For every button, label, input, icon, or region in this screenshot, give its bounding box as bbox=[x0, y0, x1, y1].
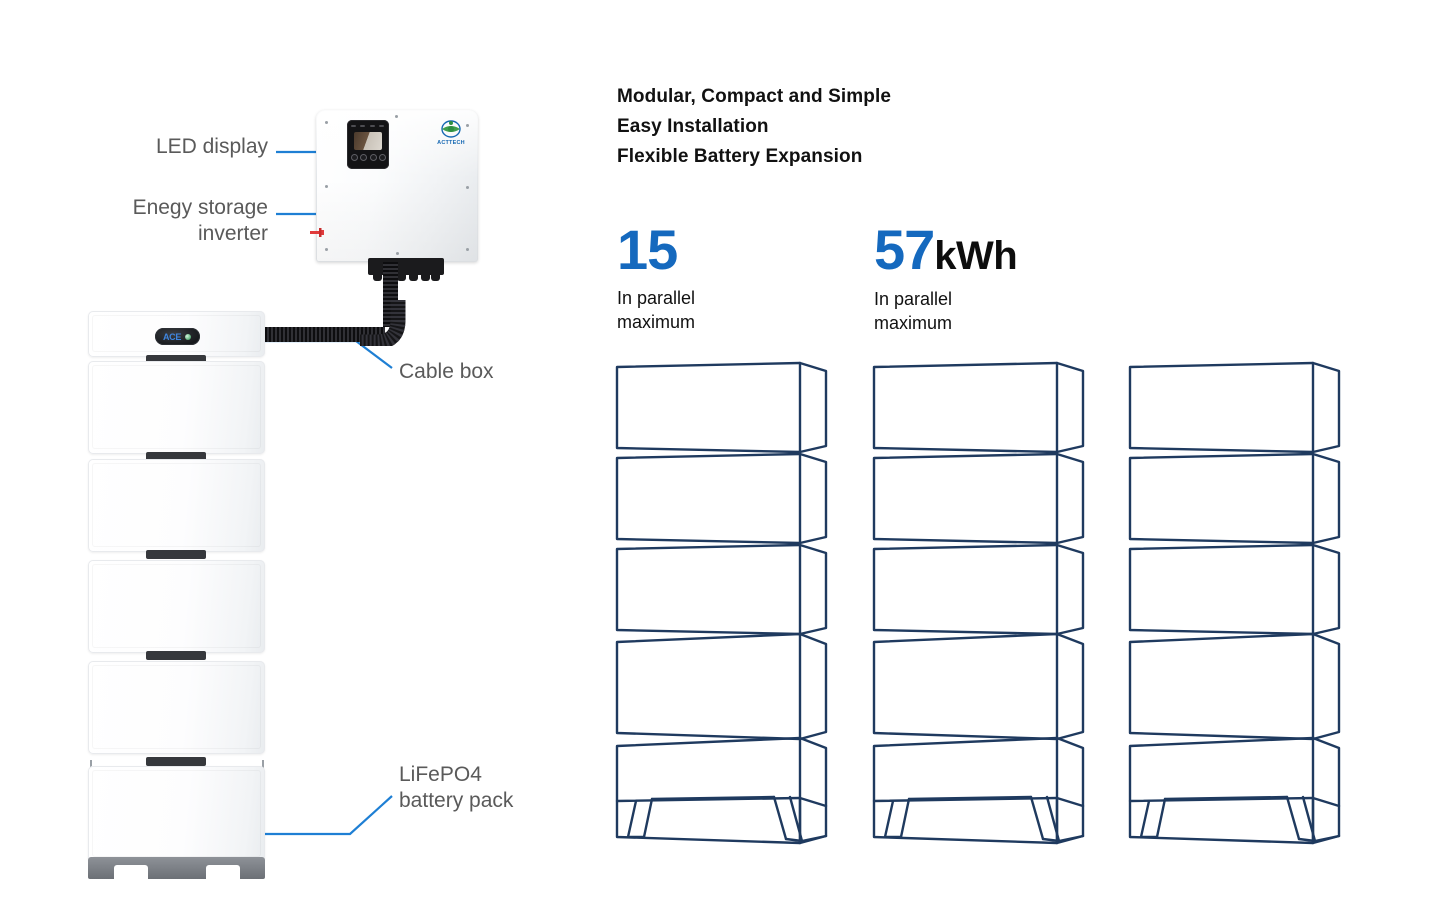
status-indicator-icon bbox=[360, 125, 365, 127]
mounting-clip-icon bbox=[90, 760, 92, 770]
terminal-pin bbox=[409, 273, 418, 281]
screw-icon bbox=[466, 124, 469, 127]
module-handle bbox=[146, 355, 206, 364]
screw-icon bbox=[325, 185, 328, 188]
screw-icon bbox=[325, 121, 328, 124]
cable-box-module: ACE bbox=[88, 311, 265, 357]
sketch-battery-stack bbox=[1127, 358, 1343, 848]
module-handle bbox=[146, 550, 206, 559]
base-notch bbox=[114, 865, 148, 879]
acttech-logo: ACTTECH bbox=[433, 120, 469, 146]
headline-line-3: Flexible Battery Expansion bbox=[617, 146, 863, 167]
screw-icon bbox=[396, 252, 399, 255]
battery-module-bottom bbox=[88, 766, 265, 862]
terminal-pin bbox=[421, 273, 430, 281]
screw-icon bbox=[325, 248, 328, 251]
headline-block: Modular, Compact and Simple Easy Install… bbox=[617, 82, 1137, 172]
stat-parallel-count: 15 In parallel maximum bbox=[617, 222, 695, 334]
ace-logo-text: ACE bbox=[162, 331, 182, 342]
panel-button[interactable] bbox=[370, 154, 377, 161]
stat-number: 15 bbox=[617, 218, 678, 281]
energy-storage-inverter: ACTTECH bbox=[310, 110, 478, 281]
terminal-pin bbox=[397, 273, 406, 281]
battery-module bbox=[88, 459, 265, 552]
callout-label-lifepo4-battery-pack: LiFePO4 battery pack bbox=[399, 763, 514, 812]
panel-button[interactable] bbox=[351, 154, 358, 161]
screw-icon bbox=[395, 115, 398, 118]
stat-number: 57 bbox=[874, 218, 935, 281]
module-handle bbox=[146, 757, 206, 766]
status-led-icon bbox=[185, 333, 192, 340]
callout-label-cable-box: Cable box bbox=[399, 360, 494, 383]
cable-box-badge: ACE bbox=[154, 328, 200, 345]
status-indicator-icon bbox=[379, 125, 384, 127]
status-indicator-icon bbox=[370, 125, 375, 127]
module-handle bbox=[146, 452, 206, 461]
led-display-panel[interactable] bbox=[347, 120, 389, 169]
stack-base-pedestal bbox=[88, 857, 265, 879]
headline-line-1: Modular, Compact and Simple bbox=[617, 86, 892, 107]
module-handle bbox=[146, 651, 206, 660]
lcd-screen bbox=[354, 132, 382, 150]
acttech-logo-text: ACTTECH bbox=[437, 140, 465, 146]
stat-subtitle: In parallel maximum bbox=[617, 288, 696, 332]
terminal-pin bbox=[373, 273, 382, 281]
callout-label-led-display: LED display bbox=[155, 135, 268, 158]
screw-icon bbox=[466, 248, 469, 251]
red-connector-icon bbox=[310, 228, 324, 237]
base-notch bbox=[206, 865, 240, 879]
cable-conduit-horizontal bbox=[265, 327, 385, 342]
stat-parallel-capacity: 57 kWh In parallel maximum bbox=[874, 218, 1018, 335]
panel-button[interactable] bbox=[360, 154, 367, 161]
screw-icon bbox=[466, 186, 469, 189]
stat-unit: kWh bbox=[934, 234, 1018, 278]
inverter-terminal-block bbox=[368, 258, 444, 281]
terminal-pin bbox=[431, 273, 440, 281]
sketch-battery-stack bbox=[871, 358, 1087, 848]
cable-conduit-vertical bbox=[383, 262, 398, 327]
status-indicator-icon bbox=[351, 125, 356, 127]
headline-line-2: Easy Installation bbox=[617, 116, 769, 137]
stat-subtitle: In parallel maximum bbox=[874, 289, 953, 333]
sketch-battery-stack bbox=[614, 358, 830, 848]
mounting-clip-icon bbox=[262, 760, 264, 770]
battery-module bbox=[88, 661, 265, 754]
battery-module bbox=[88, 560, 265, 653]
panel-button[interactable] bbox=[379, 154, 386, 161]
callout-label-energy-storage-inverter: Enegy storage inverter bbox=[132, 196, 268, 245]
battery-module bbox=[88, 361, 265, 454]
